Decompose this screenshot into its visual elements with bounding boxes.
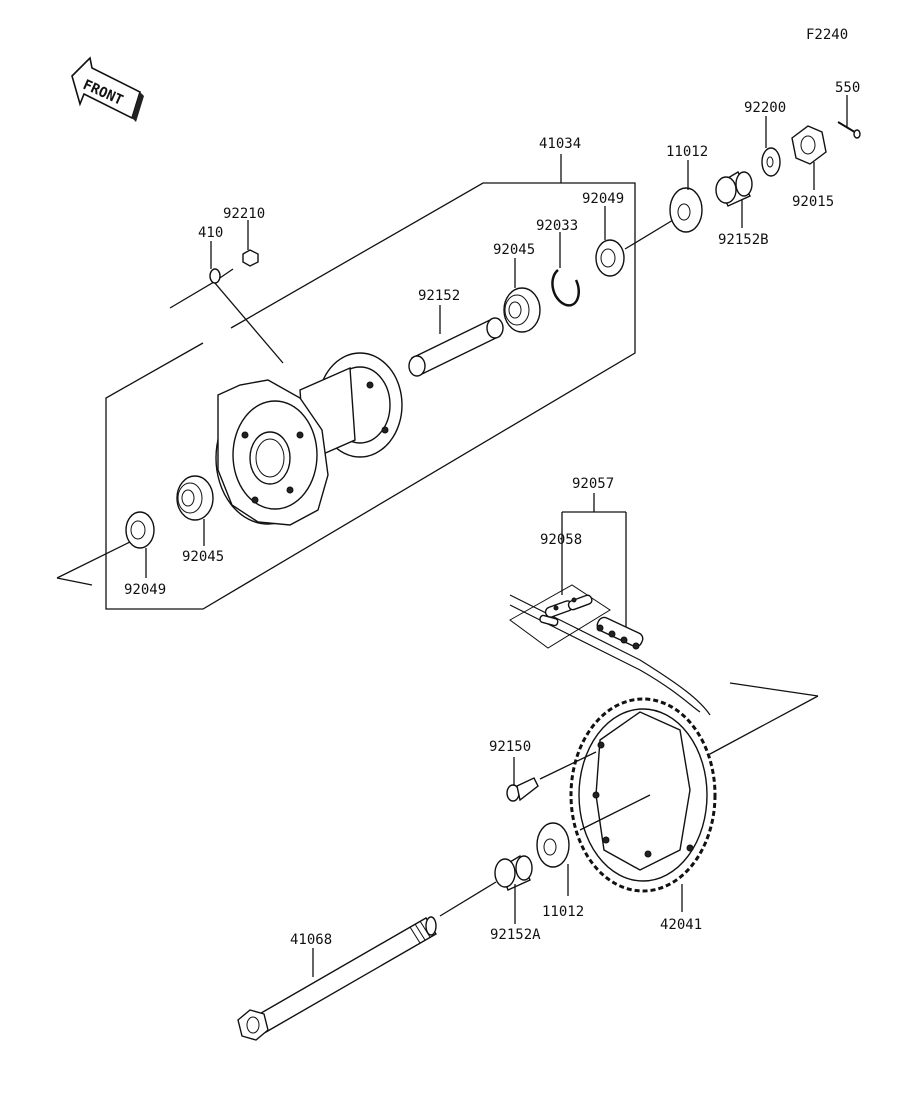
nut-92015	[791, 125, 827, 165]
callout-92049-top: 92049	[582, 191, 624, 207]
bearing-92045-right	[503, 287, 541, 333]
washer-92200	[761, 147, 781, 177]
sprocket-42041	[569, 697, 717, 893]
callout-92033: 92033	[536, 218, 578, 234]
seal-92049-left	[125, 511, 155, 549]
master-link-92058	[539, 594, 593, 627]
rear-hub	[215, 352, 403, 526]
callout-92152: 92152	[418, 288, 460, 304]
spacer-92152	[408, 317, 504, 377]
callout-92152B: 92152B	[718, 232, 769, 248]
callout-41068: 41068	[290, 932, 332, 948]
callout-92152A: 92152A	[490, 927, 541, 943]
callout-92150: 92150	[489, 739, 531, 755]
collar-11012-top	[669, 187, 703, 233]
circlip-92033	[551, 269, 580, 307]
collar-92152A	[494, 854, 533, 891]
callout-11012-top: 11012	[666, 144, 708, 160]
callout-92015: 92015	[792, 194, 834, 210]
callout-550: 550	[835, 80, 860, 96]
bearing-92045-left	[176, 475, 214, 521]
cotter-pin-550	[837, 121, 861, 139]
hub-group-lines	[56, 154, 679, 610]
chain-group-lines	[509, 493, 627, 649]
drive-chain-92057	[509, 594, 711, 716]
front-arrow-icon: FRONT	[71, 56, 144, 122]
callout-92045-bottom: 92045	[182, 549, 224, 565]
callout-92210: 92210	[223, 206, 265, 222]
figure-id: F2240	[806, 27, 848, 43]
callout-92200: 92200	[744, 100, 786, 116]
collar-92152B	[715, 171, 753, 207]
bolt-92150	[506, 777, 539, 802]
callout-11012-bottom: 11012	[542, 904, 584, 920]
seal-92049-right	[595, 239, 625, 277]
callout-410: 410	[198, 225, 223, 241]
callout-92057: 92057	[572, 476, 614, 492]
collar-11012-bottom	[536, 822, 570, 868]
washer-410	[209, 268, 221, 284]
callout-92045-top: 92045	[493, 242, 535, 258]
callout-42041: 42041	[660, 917, 702, 933]
callout-41034: 41034	[539, 136, 581, 152]
axle-41068	[237, 916, 437, 1041]
nut-92210	[242, 249, 259, 267]
callout-92058: 92058	[540, 532, 582, 548]
callout-92049-bottom: 92049	[124, 582, 166, 598]
